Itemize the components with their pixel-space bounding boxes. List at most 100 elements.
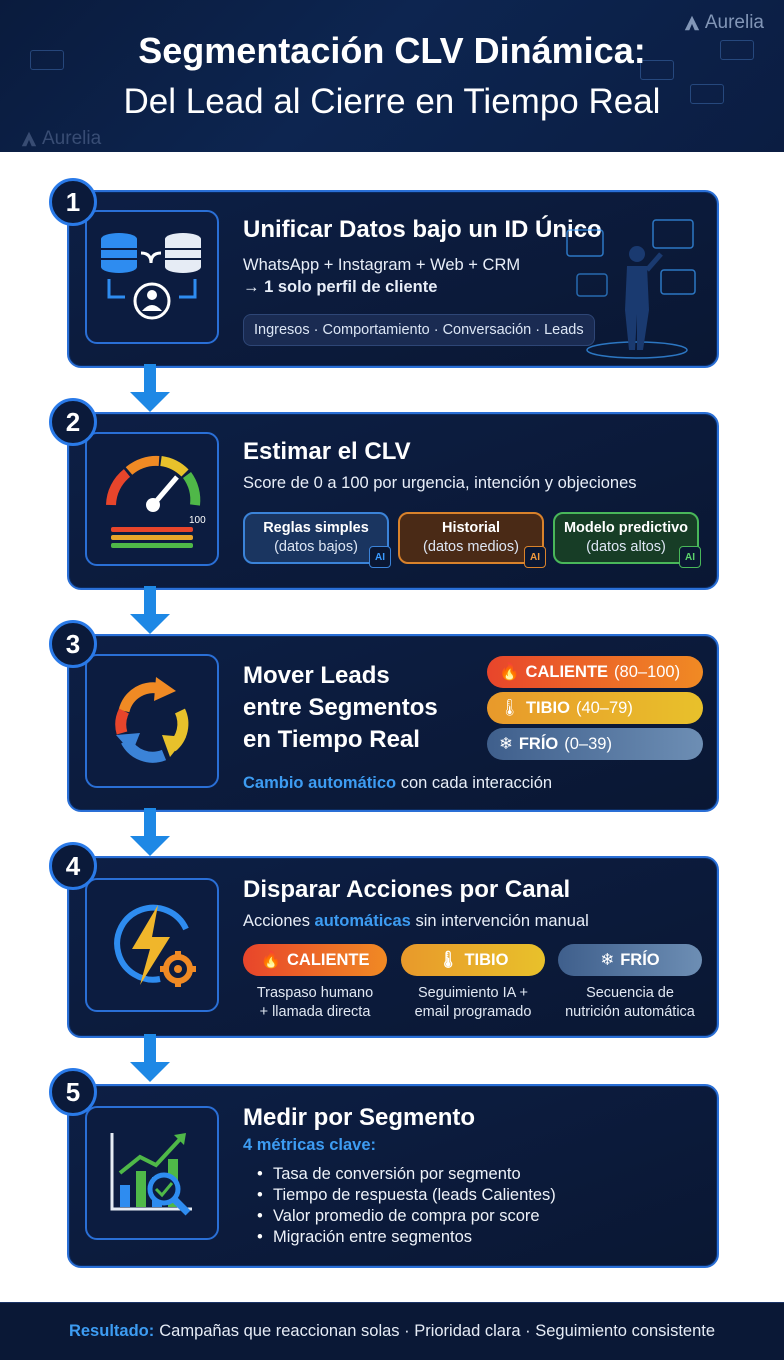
fire-icon: 🔥: [499, 662, 520, 681]
desc-line: Seguimiento IA +: [417, 985, 529, 1001]
hex-decoration: [640, 60, 674, 80]
segment-range: (40–79): [575, 698, 633, 717]
hex-decoration: [30, 50, 64, 70]
subtitle-text: sin intervención manual: [415, 912, 589, 930]
step-title-line: en Tiempo Real: [243, 726, 420, 753]
gauge-icon: 100: [85, 432, 219, 566]
action-desc-cold: Secuencia de nutrición automática: [550, 984, 710, 1022]
header-banner: Aurelia Aurelia Segmentación CLV Dinámic…: [0, 0, 784, 152]
subtitle-text: Acciones: [243, 912, 310, 930]
step-footnote: Cambio automático con cada interacción: [243, 774, 552, 793]
segment-name: CALIENTE: [525, 662, 609, 681]
list-item: Migración entre segmentos: [257, 1227, 556, 1248]
thermometer-icon: 🌡: [437, 950, 459, 969]
snowflake-icon: ❄: [499, 735, 513, 753]
method-chip-predictive: Modelo predictivo (datos altos) AI: [553, 512, 701, 568]
desc-line: + llamada directa: [259, 1004, 371, 1020]
segment-name: TIBIO: [525, 698, 570, 717]
action-label: TIBIO: [464, 950, 509, 969]
ai-chip-icon: AI: [369, 546, 391, 568]
highlight-text: automáticas: [314, 912, 411, 930]
step-title: Mover Leads entre Segmentos en Tiempo Re…: [243, 660, 438, 756]
action-pill-hot: 🔥 CALIENTE: [243, 944, 387, 976]
segment-name: FRÍO: [518, 734, 559, 753]
step-subtitle: Acciones automáticas sin intervención ma…: [243, 912, 589, 931]
chip-title: Reglas simples: [263, 520, 369, 536]
step-subtitle: Score de 0 a 100 por urgencia, intención…: [243, 474, 637, 492]
step-title: Unificar Datos bajo un ID Único: [243, 216, 602, 243]
down-arrow-icon: [130, 808, 170, 856]
method-chip-simple: Reglas simples (datos bajos) AI: [243, 512, 391, 568]
ai-chip-icon: AI: [524, 546, 546, 568]
desc-line: email programado: [414, 1004, 532, 1020]
step-number-2: 2: [49, 398, 97, 446]
step-number-5: 5: [49, 1068, 97, 1116]
gauge-max-label: 100: [189, 515, 206, 526]
step-title: Estimar el CLV: [243, 438, 411, 465]
desc-line: nutrición automática: [565, 1004, 695, 1020]
step-card-3: Mover Leads entre Segmentos en Tiempo Re…: [67, 634, 719, 812]
step-card-1: Unificar Datos bajo un ID Único WhatsApp…: [67, 190, 719, 368]
list-item: Tasa de conversión por segmento: [257, 1164, 556, 1185]
down-arrow-icon: [130, 586, 170, 634]
action-pill-warm: 🌡 TIBIO: [401, 944, 545, 976]
snowflake-icon: ❄: [600, 951, 615, 969]
hex-decoration: [720, 40, 754, 60]
step-card-5: Medir por Segmento 4 métricas clave: Tas…: [67, 1084, 719, 1268]
brand-watermark: Aurelia: [20, 128, 101, 150]
desc-line: Traspaso humano: [256, 985, 374, 1001]
step-line-bold: → 1 solo perfil de cliente: [243, 278, 438, 296]
chip-title: Historial: [441, 520, 500, 536]
chip-sub: (datos altos): [586, 539, 666, 555]
segment-pill-hot: 🔥 CALIENTE (80–100): [487, 656, 703, 688]
segment-pill-warm: 🌡 TIBIO (40–79): [487, 692, 703, 724]
step-number-3: 3: [49, 620, 97, 668]
list-item: Tiempo de respuesta (leads Calientes): [257, 1185, 556, 1206]
step-number-4: 4: [49, 842, 97, 890]
segment-pill-cold: ❄ FRÍO (0–39): [487, 728, 703, 760]
list-item: Valor promedio de compra por score: [257, 1206, 556, 1227]
step-number-1: 1: [49, 178, 97, 226]
step-line: WhatsApp + Instagram + Web + CRM: [243, 256, 521, 274]
step-title-line: Mover Leads: [243, 662, 390, 689]
data-tags: Ingresos · Comportamiento · Conversación…: [243, 314, 595, 346]
footnote-text: con cada interacción: [400, 774, 553, 792]
hex-decoration: [690, 84, 724, 104]
fire-icon: 🔥: [260, 950, 282, 969]
action-label: FRÍO: [620, 950, 660, 969]
person-hologram-icon: [566, 219, 696, 359]
brand-name: Aurelia: [42, 128, 102, 149]
page-title: Segmentación CLV Dinámica:: [138, 30, 646, 71]
step-card-4: Disparar Acciones por Canal Acciones aut…: [67, 856, 719, 1038]
brand-mark-icon: [684, 15, 700, 31]
highlight-text: Cambio automático: [243, 774, 397, 792]
chip-sub: (datos medios): [423, 539, 519, 555]
chart-magnifier-icon: [85, 1106, 219, 1240]
brand-mark-icon: [21, 131, 37, 147]
metrics-title: 4 métricas clave:: [243, 1136, 377, 1154]
down-arrow-icon: [130, 364, 170, 412]
cycle-arrows-icon: [85, 654, 219, 788]
segment-range: (80–100): [614, 662, 681, 681]
step-card-2: 100 Estimar el CLV Score de 0 a 100 por …: [67, 412, 719, 590]
thermometer-icon: 🌡: [499, 698, 520, 717]
step-title-line: entre Segmentos: [243, 694, 438, 721]
brand-logo: Aurelia: [683, 12, 764, 34]
step-title: Disparar Acciones por Canal: [243, 876, 571, 903]
chip-sub: (datos bajos): [274, 539, 358, 555]
action-pill-cold: ❄ FRÍO: [558, 944, 702, 976]
result-label: Resultado:: [68, 1322, 155, 1340]
brand-name: Aurelia: [704, 12, 764, 33]
ai-chip-icon: AI: [679, 546, 701, 568]
action-desc-warm: Seguimiento IA + email programado: [393, 984, 553, 1022]
chip-title: Modelo predictivo: [563, 520, 689, 536]
action-label: CALIENTE: [287, 950, 370, 969]
desc-line: Secuencia de: [586, 985, 674, 1001]
action-desc-hot: Traspaso humano + llamada directa: [235, 984, 395, 1022]
result-text: Campañas que reaccionan solas · Priorida…: [159, 1322, 716, 1340]
database-merge-icon: [85, 210, 219, 344]
page-subtitle: Del Lead al Cierre en Tiempo Real: [123, 82, 661, 121]
step-title: Medir por Segmento: [243, 1104, 476, 1131]
segment-range: (0–39): [564, 734, 612, 753]
metrics-list: Tasa de conversión por segmento Tiempo d…: [257, 1164, 556, 1248]
